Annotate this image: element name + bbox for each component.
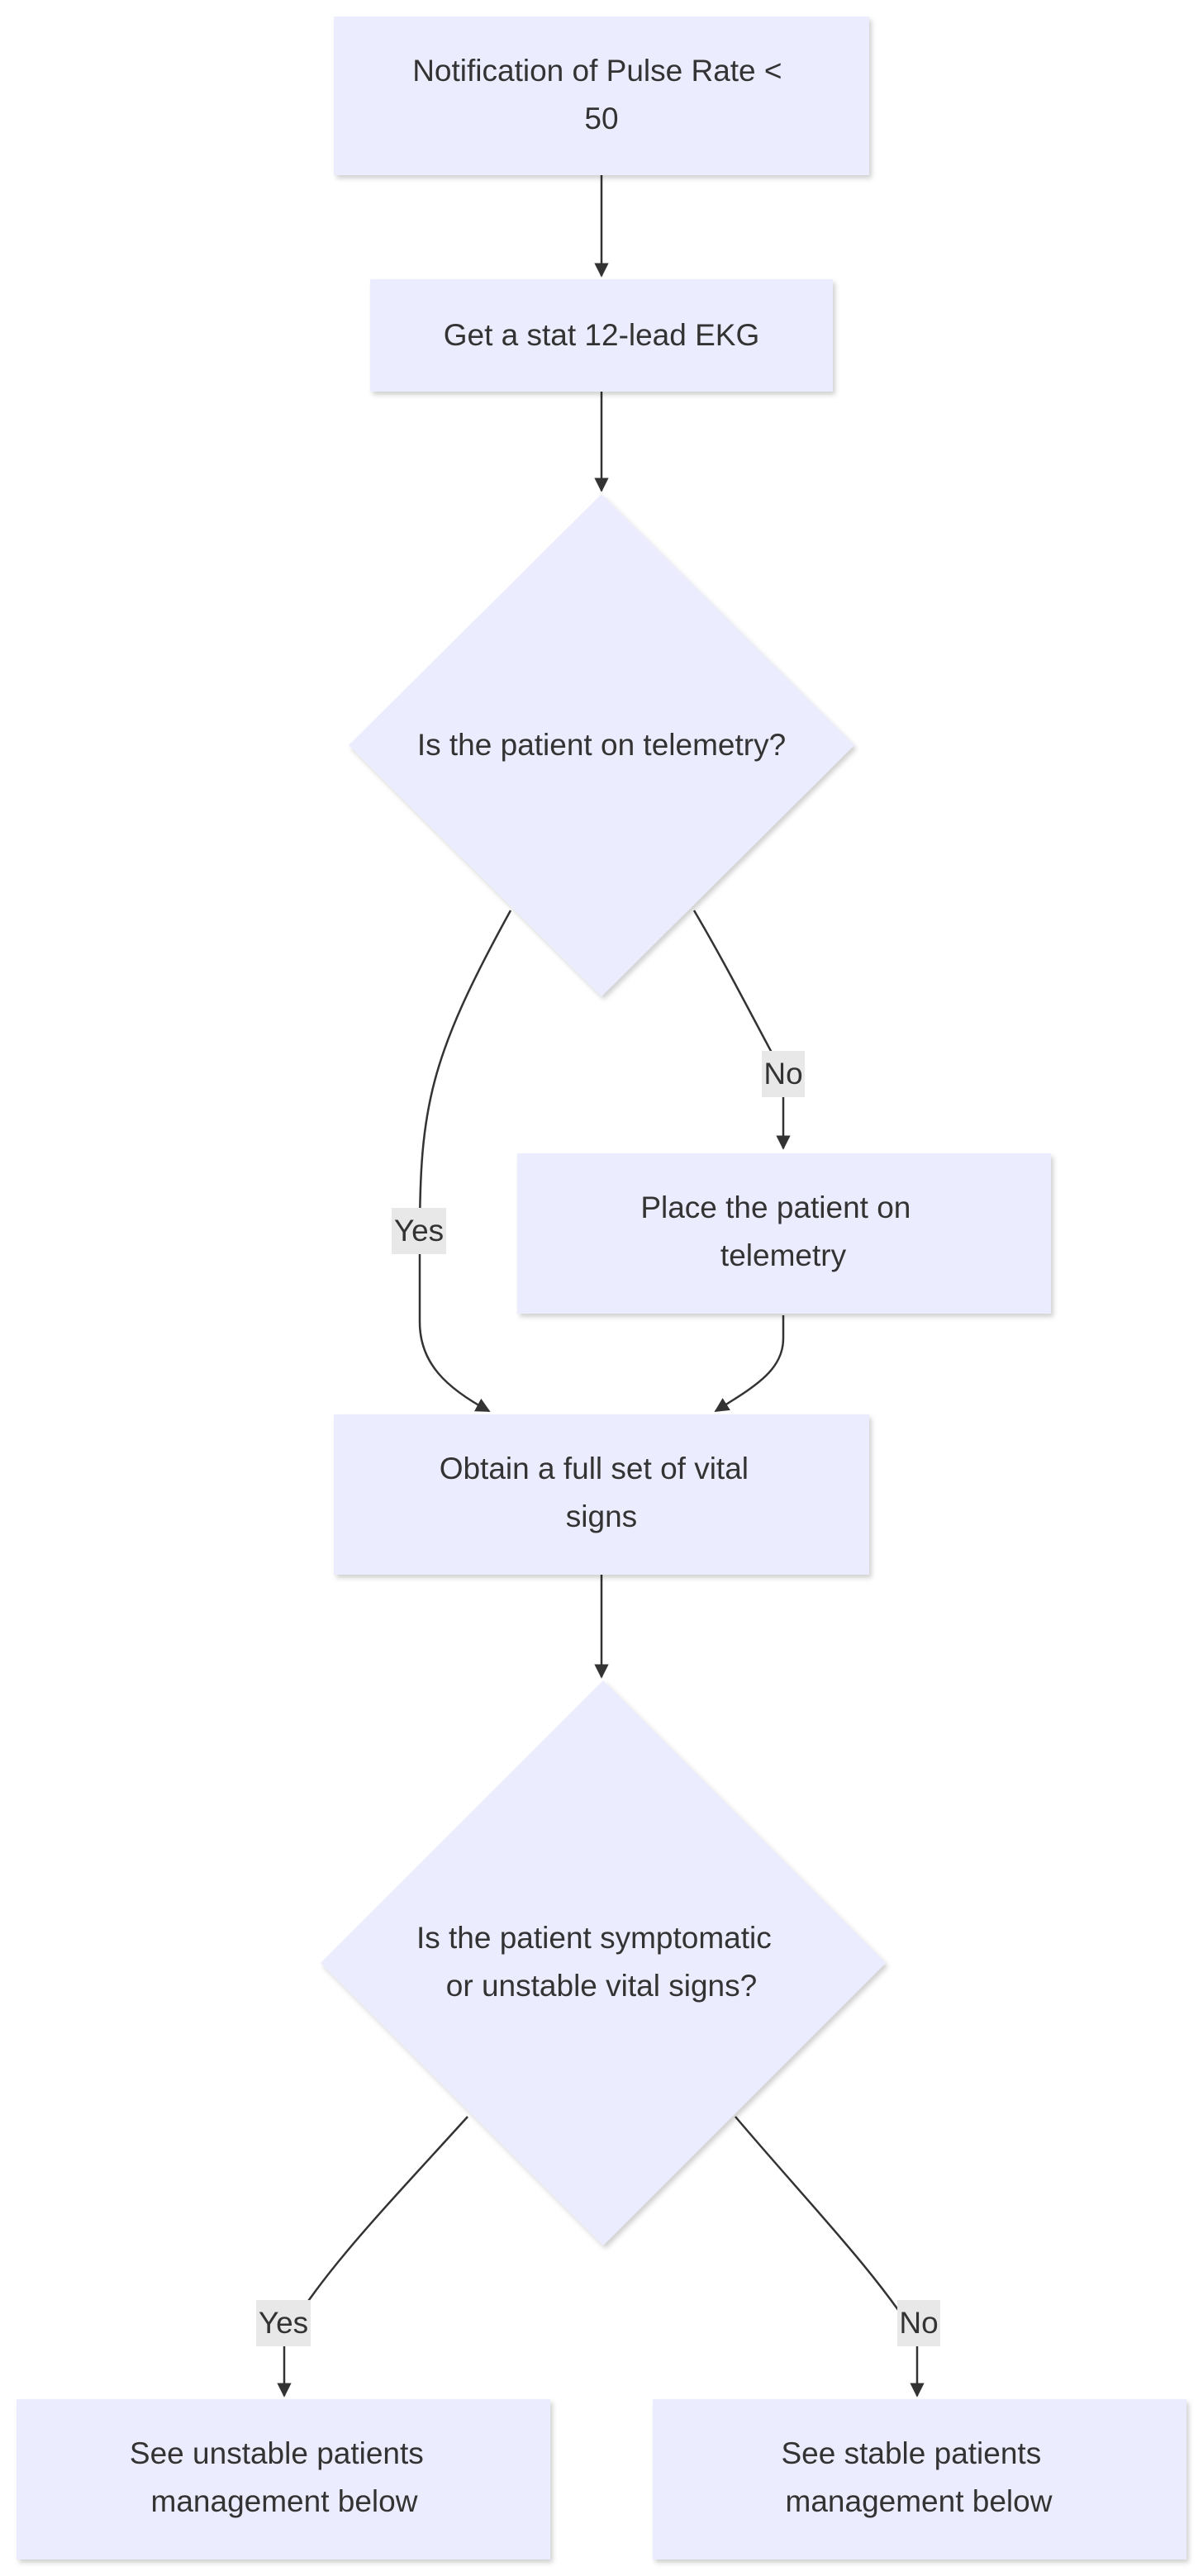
decision-symptomatic: Is the patient symptomatic or unstable v… bbox=[321, 1680, 886, 2246]
edge-place-to-vitals bbox=[714, 1315, 785, 1413]
edge-label-symptomatic-yes: Yes bbox=[256, 2300, 311, 2346]
edge-label-text: Yes bbox=[259, 2306, 308, 2340]
svg-text:Notification of Pulse Rate <: Notification of Pulse Rate < 50 bbox=[412, 54, 791, 135]
edge-label-telemetry-yes: Yes bbox=[392, 1208, 446, 1254]
svg-text:Place the patient on tel: Place the patient on telemetry bbox=[640, 1191, 919, 1272]
node-get-ekg: Get a stat 12-lead EKG bbox=[370, 279, 833, 392]
node-vital-signs: Obtain a full set of vital signs bbox=[334, 1414, 869, 1575]
node-text-line: See unstable patients bbox=[130, 2436, 424, 2470]
node-text-line: Get a stat 12-lead EKG bbox=[444, 318, 760, 352]
edge-symptomatic-yes bbox=[277, 2116, 468, 2398]
node-text-line: Is the patient on telemetry? bbox=[417, 728, 786, 762]
node-text-line: Is the patient symptomatic bbox=[416, 1921, 772, 1955]
svg-text:See stable patients mana: See stable patients management below bbox=[782, 2436, 1053, 2518]
node-text-line: Notification of Pulse Rate < bbox=[412, 54, 782, 88]
decision-telemetry: Is the patient on telemetry? bbox=[349, 494, 854, 996]
node-text-line: telemetry bbox=[720, 1238, 847, 1272]
edge-label-symptomatic-no: No bbox=[897, 2300, 940, 2346]
svg-text:Get a stat 12-lead EKG: Get a stat 12-lead EKG bbox=[444, 318, 760, 352]
node-text-line: See stable patients bbox=[782, 2436, 1042, 2470]
node-place-telemetry: Place the patient on telemetry bbox=[517, 1153, 1051, 1314]
svg-text:Is the patient on telemetry?: Is the patient on telemetry? bbox=[417, 728, 786, 762]
svg-text:See unstable patients ma: See unstable patients management below bbox=[130, 2436, 432, 2518]
node-text-line: or unstable vital signs? bbox=[446, 1969, 757, 2003]
node-text-line: management below bbox=[151, 2484, 418, 2518]
svg-text:Is the patient symptomatic: Is the patient symptomatic or unstable v… bbox=[416, 1921, 780, 2003]
edge-label-telemetry-no: No bbox=[762, 1051, 805, 1097]
edge-telemetry-no bbox=[692, 910, 791, 1150]
node-pulse-rate-notification: Notification of Pulse Rate < 50 bbox=[334, 17, 869, 175]
edge-label-text: No bbox=[899, 2306, 938, 2340]
node-unstable-management: See unstable patients management below bbox=[17, 2399, 550, 2559]
node-text-line: management below bbox=[786, 2484, 1053, 2518]
node-text-line: Place the patient on bbox=[640, 1191, 911, 1224]
svg-text:Obtain a full set of vital: Obtain a full set of vital signs bbox=[440, 1452, 758, 1533]
node-stable-management: See stable patients management below bbox=[653, 2399, 1186, 2559]
edge-label-text: Yes bbox=[394, 1214, 444, 1248]
edge-symptomatic-no bbox=[735, 2116, 925, 2398]
edge-label-text: No bbox=[763, 1057, 802, 1091]
node-text-line: 50 bbox=[584, 102, 618, 135]
node-text-line: signs bbox=[566, 1499, 637, 1533]
edge-telemetry-yes bbox=[418, 910, 512, 1413]
node-text-line: Obtain a full set of vital bbox=[440, 1452, 749, 1485]
